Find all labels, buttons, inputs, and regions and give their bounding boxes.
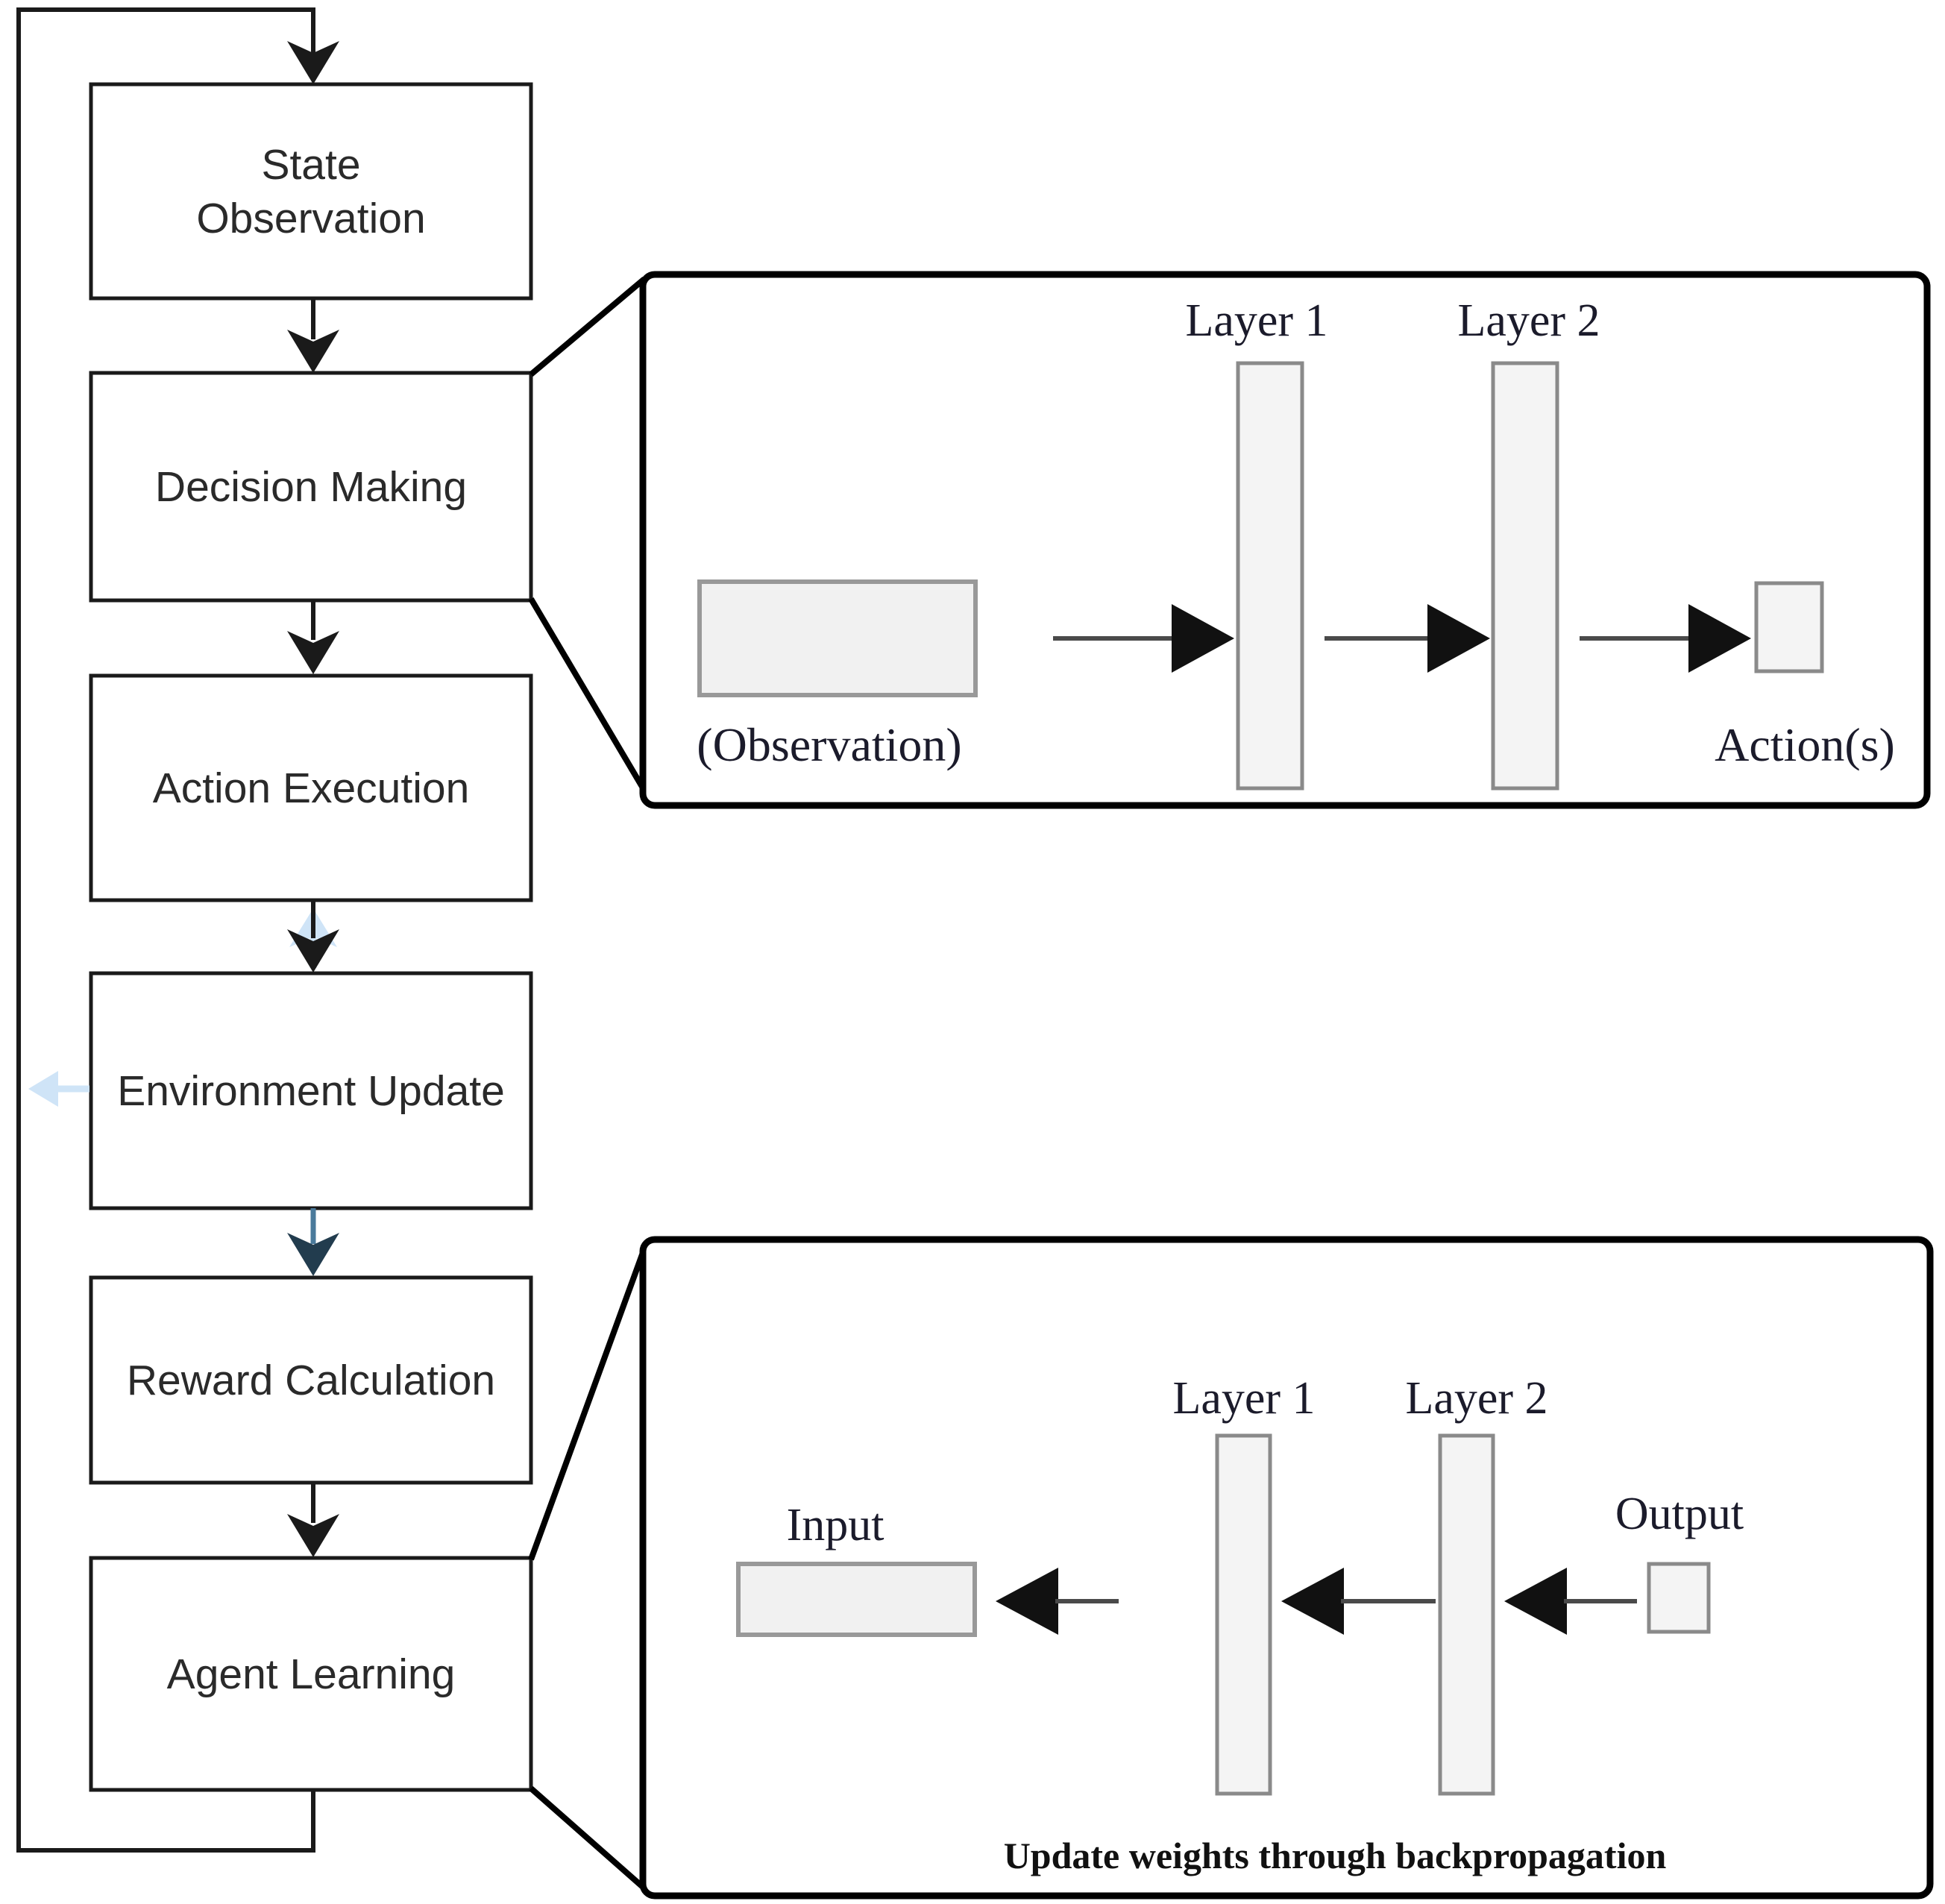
arrowhead-ae-to-eu xyxy=(287,929,339,973)
flow-box-label-reward-calculation: Reward Calculation xyxy=(127,1357,495,1404)
policy-arrow2-head xyxy=(1427,604,1490,673)
backprop-caption: Update weights through backpropagation xyxy=(1004,1835,1667,1876)
flow-box-state-observation xyxy=(89,82,533,301)
callout-line-al-bottom xyxy=(529,1785,647,1891)
backprop-layer1-bar xyxy=(1215,1433,1272,1796)
policy-observation-label: (Observation) xyxy=(697,718,961,771)
flow-box-label-state-observation-line1: State xyxy=(261,141,360,189)
backprop-arrow3-head xyxy=(1504,1568,1567,1635)
backprop-input-label: Input xyxy=(787,1500,884,1550)
flow-box-label-action-execution: Action Execution xyxy=(153,764,470,812)
policy-layer1-bar xyxy=(1236,361,1304,791)
arrowhead-so-to-dm xyxy=(287,330,339,373)
flow-box-label-agent-learning: Agent Learning xyxy=(167,1650,456,1698)
flow-box-reward-calculation xyxy=(89,1275,533,1485)
policy-layer2-label: Layer 2 xyxy=(1457,295,1600,346)
policy-layer1-label: Layer 1 xyxy=(1185,295,1327,346)
callout-line-dm-top xyxy=(529,276,647,377)
backprop-output-label: Output xyxy=(1615,1489,1744,1539)
arrowhead-rc-to-al xyxy=(287,1514,339,1557)
loop-arrowhead-into-state-observation xyxy=(287,41,339,84)
flow-box-agent-learning xyxy=(89,1556,533,1792)
policy-observation-vector xyxy=(697,579,978,697)
backprop-arrow2-head xyxy=(1281,1568,1344,1635)
backprop-arrow1-head xyxy=(996,1568,1058,1635)
backprop-layer2-bar xyxy=(1438,1433,1495,1796)
policy-arrow3-head xyxy=(1688,604,1751,673)
arrowhead-dm-to-ae xyxy=(287,631,339,674)
policy-arrow1-head xyxy=(1172,604,1234,673)
callout-line-al-top xyxy=(528,1247,647,1561)
callout-line-dm-bottom xyxy=(528,597,647,793)
blue-artifact-left-arrowhead xyxy=(28,1071,58,1107)
flow-box-decision-making xyxy=(89,371,533,603)
backprop-output-node xyxy=(1647,1562,1711,1634)
policy-action-label: Action(s) xyxy=(1715,718,1895,771)
policy-action-node xyxy=(1754,581,1824,673)
flow-box-label-environment-update: Environment Update xyxy=(117,1067,505,1115)
flow-box-label-decision-making: Decision Making xyxy=(155,463,467,511)
policy-layer2-bar xyxy=(1491,361,1559,791)
backprop-layer2-label: Layer 2 xyxy=(1405,1373,1547,1424)
flow-box-environment-update xyxy=(89,971,533,1210)
feedback-loop-line xyxy=(16,7,315,1853)
flow-box-label-state-observation-line2: Observation xyxy=(196,195,425,242)
arrowhead-eu-to-rc xyxy=(287,1233,339,1276)
backprop-input-vector xyxy=(736,1562,977,1637)
flow-box-action-execution xyxy=(89,673,533,902)
panel-backpropagation xyxy=(639,1236,1934,1900)
backprop-layer1-label: Layer 1 xyxy=(1172,1373,1315,1424)
